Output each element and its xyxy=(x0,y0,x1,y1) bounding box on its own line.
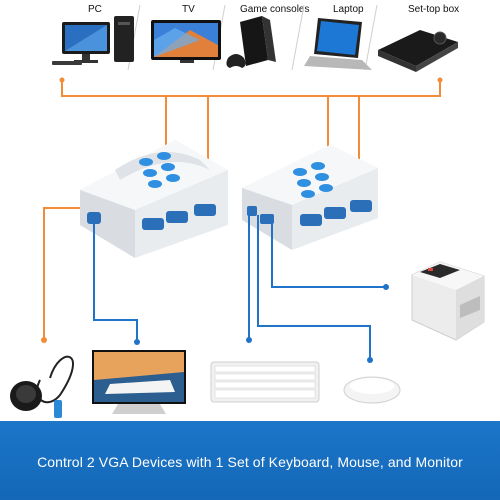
printer-icon xyxy=(411,261,485,341)
device-label-pc: PC xyxy=(88,4,102,15)
banner-text: Control 2 VGA Devices with 1 Set of Keyb… xyxy=(37,454,463,470)
game-console-icon xyxy=(226,16,276,68)
device-label-set-top-box: Set-top box xyxy=(408,4,460,15)
mouse-icon xyxy=(343,376,401,404)
pc-icon xyxy=(52,16,134,65)
monitor-icon xyxy=(92,350,186,414)
switch-right xyxy=(242,145,378,250)
device-label-laptop: Laptop xyxy=(333,4,364,15)
blue-wire-dots xyxy=(134,284,389,363)
bottom-banner xyxy=(0,421,500,500)
orange-wire-dots xyxy=(41,77,443,343)
switch-left-buttons xyxy=(139,152,180,188)
switch-left xyxy=(80,140,228,258)
laptop-icon xyxy=(304,18,372,70)
remote-button-icon xyxy=(10,355,74,418)
device-label-game-consoles: Game consoles xyxy=(240,4,310,15)
tv-icon xyxy=(151,20,221,63)
keyboard-icon xyxy=(210,361,320,403)
device-label-tv: TV xyxy=(182,4,195,15)
switch-right-buttons xyxy=(293,162,333,198)
blue-wires xyxy=(93,210,386,360)
set-top-box-icon xyxy=(378,30,458,72)
